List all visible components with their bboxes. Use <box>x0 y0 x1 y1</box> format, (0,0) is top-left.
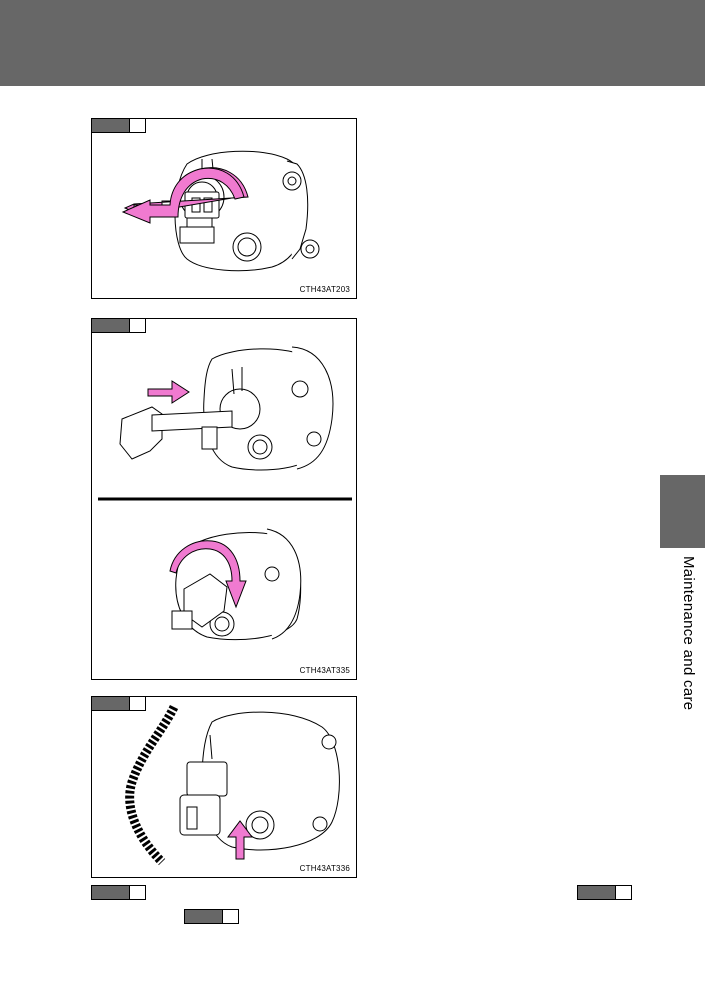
figure-code: CTH43AT335 <box>299 666 350 675</box>
step-tab <box>91 696 146 711</box>
push-up-arrow-icon <box>228 821 252 859</box>
step-tab <box>91 885 146 900</box>
step-tab <box>91 118 146 133</box>
step-tab <box>577 885 632 900</box>
turn-clockwise-arrow-icon <box>170 541 246 607</box>
figure-remove-bulb: CTH43AT203 <box>91 118 357 299</box>
step-tab <box>91 318 146 333</box>
section-tab[interactable] <box>660 475 705 548</box>
header-band <box>0 0 705 86</box>
connector-illustration <box>92 697 356 877</box>
figure-code: CTH43AT203 <box>299 285 350 294</box>
figure-code: CTH43AT336 <box>299 864 350 873</box>
figure-install-bulb: CTH43AT335 <box>91 318 357 680</box>
figure-connect-connector: CTH43AT336 <box>91 696 357 878</box>
fog-light-housing-illustration <box>92 119 356 298</box>
insert-arrow-icon <box>148 381 189 403</box>
step-tab <box>184 909 239 924</box>
bulb-insert-illustration <box>92 319 356 679</box>
section-label: Maintenance and care <box>680 556 697 711</box>
